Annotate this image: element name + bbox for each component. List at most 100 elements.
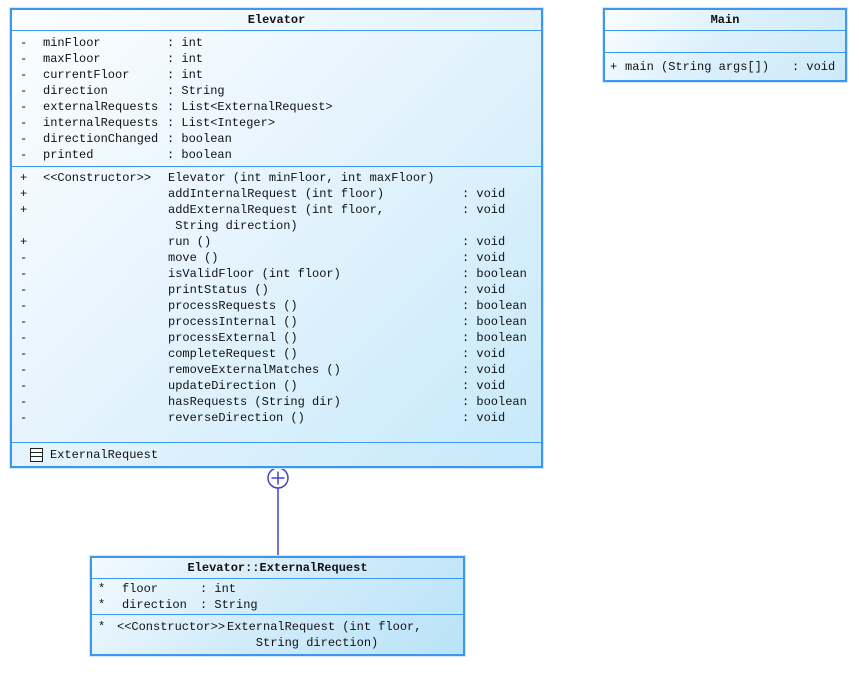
field-row: * direction : String — [98, 597, 463, 613]
method-stereotype: <<Constructor>> — [43, 171, 152, 185]
method-name: ExternalRequest (int floor, String direc… — [227, 620, 422, 650]
method-row: - processRequests () : boolean — [20, 298, 541, 314]
methods-compartment: + main (String args[]) : void — [605, 52, 845, 80]
field-row: - internalRequests : List<Integer> — [20, 115, 541, 131]
method-return-type: : void — [462, 363, 506, 377]
method-name: addExternalRequest (int floor, String di… — [168, 203, 385, 233]
method-name: processExternal () — [168, 331, 298, 345]
method-name: main (String args[]) — [625, 60, 770, 74]
method-row: - reverseDirection () : void — [20, 410, 541, 426]
visibility-marker: - — [20, 315, 28, 329]
class-title: Elevator — [247, 13, 306, 27]
method-return-type: : void — [462, 283, 506, 297]
field-row: - minFloor : int — [20, 35, 541, 51]
visibility-marker: - — [20, 84, 28, 98]
field-name: minFloor — [43, 36, 101, 50]
method-return-type: : void — [462, 251, 506, 265]
field-row: - currentFloor : int — [20, 67, 541, 83]
nested-classes-compartment[interactable]: ExternalRequest — [12, 442, 541, 466]
class-box-main[interactable]: Main + main (String args[]) : void — [603, 8, 847, 82]
method-return-type: : boolean — [462, 299, 527, 313]
field-name: directionChanged — [43, 132, 159, 146]
method-return-type: : boolean — [462, 331, 527, 345]
method-stereotype — [43, 250, 168, 266]
visibility-marker: - — [20, 148, 28, 162]
visibility-marker: - — [20, 52, 28, 66]
field-type: : int — [167, 68, 204, 82]
visibility-marker: - — [20, 132, 28, 146]
field-type: : List<Integer> — [167, 116, 276, 130]
visibility-marker: * — [98, 620, 106, 634]
method-name: printStatus () — [168, 283, 269, 297]
field-type: : boolean — [167, 148, 232, 162]
methods-compartment: + <<Constructor>> Elevator (int minFloor… — [12, 166, 541, 442]
visibility-marker: - — [20, 116, 28, 130]
method-row: * <<Constructor>> ExternalRequest (int f… — [98, 619, 463, 651]
method-row: + addExternalRequest (int floor, String … — [20, 202, 541, 234]
visibility-marker: - — [20, 267, 28, 281]
method-stereotype — [43, 410, 168, 426]
visibility-marker: - — [20, 299, 28, 313]
method-row: - updateDirection () : void — [20, 378, 541, 394]
field-name: printed — [43, 148, 94, 162]
visibility-marker: - — [20, 331, 28, 345]
visibility-marker: - — [20, 411, 28, 425]
visibility-marker: + — [20, 187, 28, 201]
field-type: : int — [167, 52, 204, 66]
method-name: hasRequests (String dir) — [168, 395, 341, 409]
method-name: isValidFloor (int floor) — [168, 267, 341, 281]
methods-compartment: * <<Constructor>> ExternalRequest (int f… — [92, 614, 463, 654]
visibility-marker: * — [98, 582, 106, 596]
class-box-external-request[interactable]: Elevator::ExternalRequest * floor : int … — [90, 556, 465, 656]
method-stereotype — [43, 314, 168, 330]
method-name: reverseDirection () — [168, 411, 305, 425]
method-name: removeExternalMatches () — [168, 363, 341, 377]
field-name: internalRequests — [43, 116, 159, 130]
field-name: direction — [122, 598, 187, 612]
method-name: updateDirection () — [168, 379, 298, 393]
visibility-marker: - — [20, 100, 28, 114]
method-stereotype — [43, 202, 168, 234]
field-type: : String — [200, 598, 258, 612]
method-return-type: : boolean — [462, 315, 527, 329]
method-stereotype — [43, 282, 168, 298]
field-row: - direction : String — [20, 83, 541, 99]
method-name: completeRequest () — [168, 347, 298, 361]
field-name: externalRequests — [43, 100, 159, 114]
method-return-type: : void — [462, 235, 506, 249]
field-type: : String — [167, 84, 225, 98]
fields-compartment: * floor : int * direction : String — [92, 578, 463, 614]
method-return-type: : void — [462, 411, 506, 425]
visibility-marker: + — [20, 171, 28, 185]
method-row: + run () : void — [20, 234, 541, 250]
class-icon — [30, 447, 43, 462]
visibility-marker: + — [20, 203, 28, 217]
field-row: - maxFloor : int — [20, 51, 541, 67]
method-stereotype: <<Constructor>> — [117, 620, 226, 634]
field-type: : boolean — [167, 132, 232, 146]
method-return-type: : void — [462, 347, 506, 361]
class-box-elevator[interactable]: Elevator - minFloor : int - maxFloor : i… — [10, 8, 543, 468]
method-stereotype — [43, 378, 168, 394]
method-stereotype — [43, 186, 168, 202]
visibility-marker: - — [20, 251, 28, 265]
method-return-type — [462, 170, 541, 186]
visibility-marker: - — [20, 283, 28, 297]
field-name: floor — [122, 582, 159, 596]
method-return-type: : void — [462, 379, 506, 393]
method-stereotype — [43, 266, 168, 282]
method-return-type: : boolean — [462, 395, 527, 409]
field-name: currentFloor — [43, 68, 130, 82]
method-return-type: : boolean — [462, 267, 527, 281]
method-row: - printStatus () : void — [20, 282, 541, 298]
field-name: maxFloor — [43, 52, 101, 66]
method-name: addInternalRequest (int floor) — [168, 187, 385, 201]
fields-compartment — [605, 30, 845, 52]
method-return-type: : void — [462, 187, 506, 201]
visibility-marker: - — [20, 363, 28, 377]
method-stereotype — [43, 234, 168, 250]
visibility-marker: * — [98, 598, 106, 612]
method-stereotype — [43, 346, 168, 362]
method-row: + addInternalRequest (int floor) : void — [20, 186, 541, 202]
